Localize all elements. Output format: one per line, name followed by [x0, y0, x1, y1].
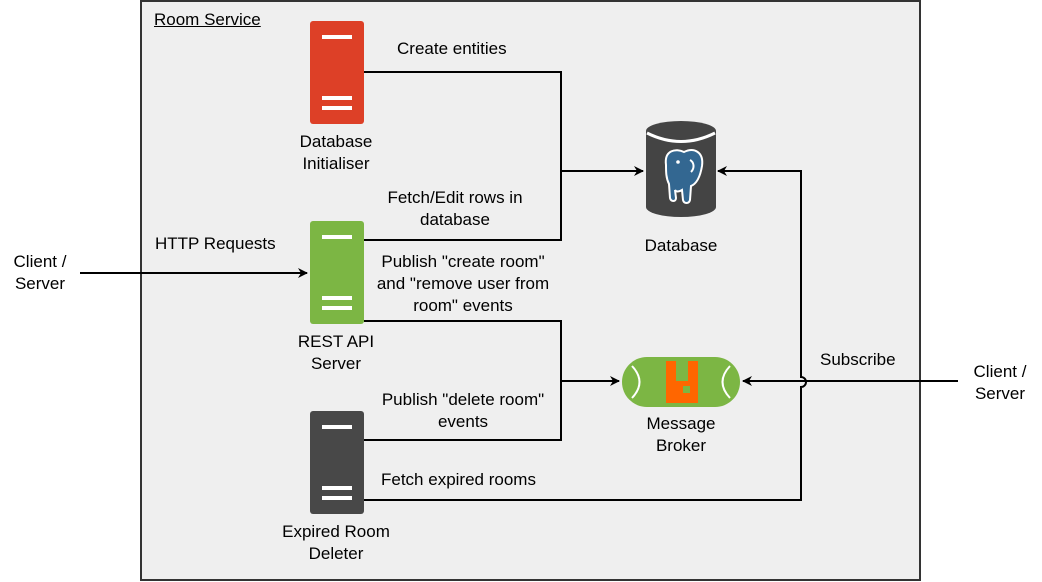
postgresql-elephant-icon — [664, 149, 704, 204]
external-client-left-line1: Client / — [13, 252, 67, 271]
database-initialiser-label-line1: Database — [299, 132, 373, 151]
edge-publish-create-room — [364, 320, 620, 386]
database-initialiser-label-line2: Initialiser — [302, 154, 370, 173]
edge-create-entities — [364, 71, 644, 176]
edge-label-fetch-edit-rows: Fetch/Edit rows in database — [370, 187, 540, 231]
edge-label-fetch-expired-rooms: Fetch expired rooms — [381, 470, 536, 489]
database-initialiser-server-icon — [310, 21, 364, 124]
edge-label-publish-delete-line1: Publish "delete room" — [381, 390, 545, 409]
edge-fetch-edit-rows — [364, 171, 562, 241]
external-client-right-label: Client / Server — [960, 361, 1040, 405]
expired-room-deleter-label: Expired Room Deleter — [266, 521, 406, 565]
expired-room-deleter-label-line1: Expired Room — [282, 522, 390, 541]
room-service-title: Room Service — [154, 10, 261, 29]
rest-api-server-label-line2: Server — [310, 354, 362, 373]
external-client-left-label: Client / Server — [0, 251, 80, 295]
edge-label-publish-create-line2: and "remove user from — [376, 274, 550, 293]
edge-label-publish-delete-line2: events — [437, 412, 489, 431]
edge-label-publish-create-room: Publish "create room" and "remove user f… — [362, 251, 564, 317]
edge-label-publish-create-line1: Publish "create room" — [381, 252, 545, 271]
expired-room-deleter-server-icon — [310, 411, 364, 514]
database-label: Database — [644, 236, 718, 255]
edge-label-http-requests: HTTP Requests — [155, 234, 276, 253]
rest-api-server-label-line1: REST API — [297, 332, 375, 351]
edge-label-publish-create-line3: room" events — [413, 296, 513, 315]
edge-label-create-entities: Create entities — [397, 39, 507, 58]
room-service-frame — [140, 0, 921, 581]
rest-api-server-label: REST API Server — [276, 331, 396, 375]
message-broker-label: Message Broker — [621, 413, 741, 457]
message-broker-label-line1: Message — [646, 414, 716, 433]
external-client-right-line1: Client / — [973, 362, 1027, 381]
edge-label-publish-delete-room: Publish "delete room" events — [362, 389, 564, 433]
edge-label-subscribe: Subscribe — [820, 350, 896, 369]
edge-publish-delete-room — [364, 381, 562, 441]
database-initialiser-label: Database Initialiser — [276, 131, 396, 175]
edge-label-fetch-edit-line1: Fetch/Edit rows in — [387, 188, 523, 207]
external-client-left-line2: Server — [14, 274, 66, 293]
rabbitmq-icon — [666, 361, 698, 403]
expired-room-deleter-label-line2: Deleter — [308, 544, 364, 563]
external-client-right-line2: Server — [974, 384, 1026, 403]
rest-api-server-icon — [310, 221, 364, 324]
edge-label-fetch-edit-line2: database — [420, 210, 490, 229]
message-broker-label-line2: Broker — [655, 436, 707, 455]
